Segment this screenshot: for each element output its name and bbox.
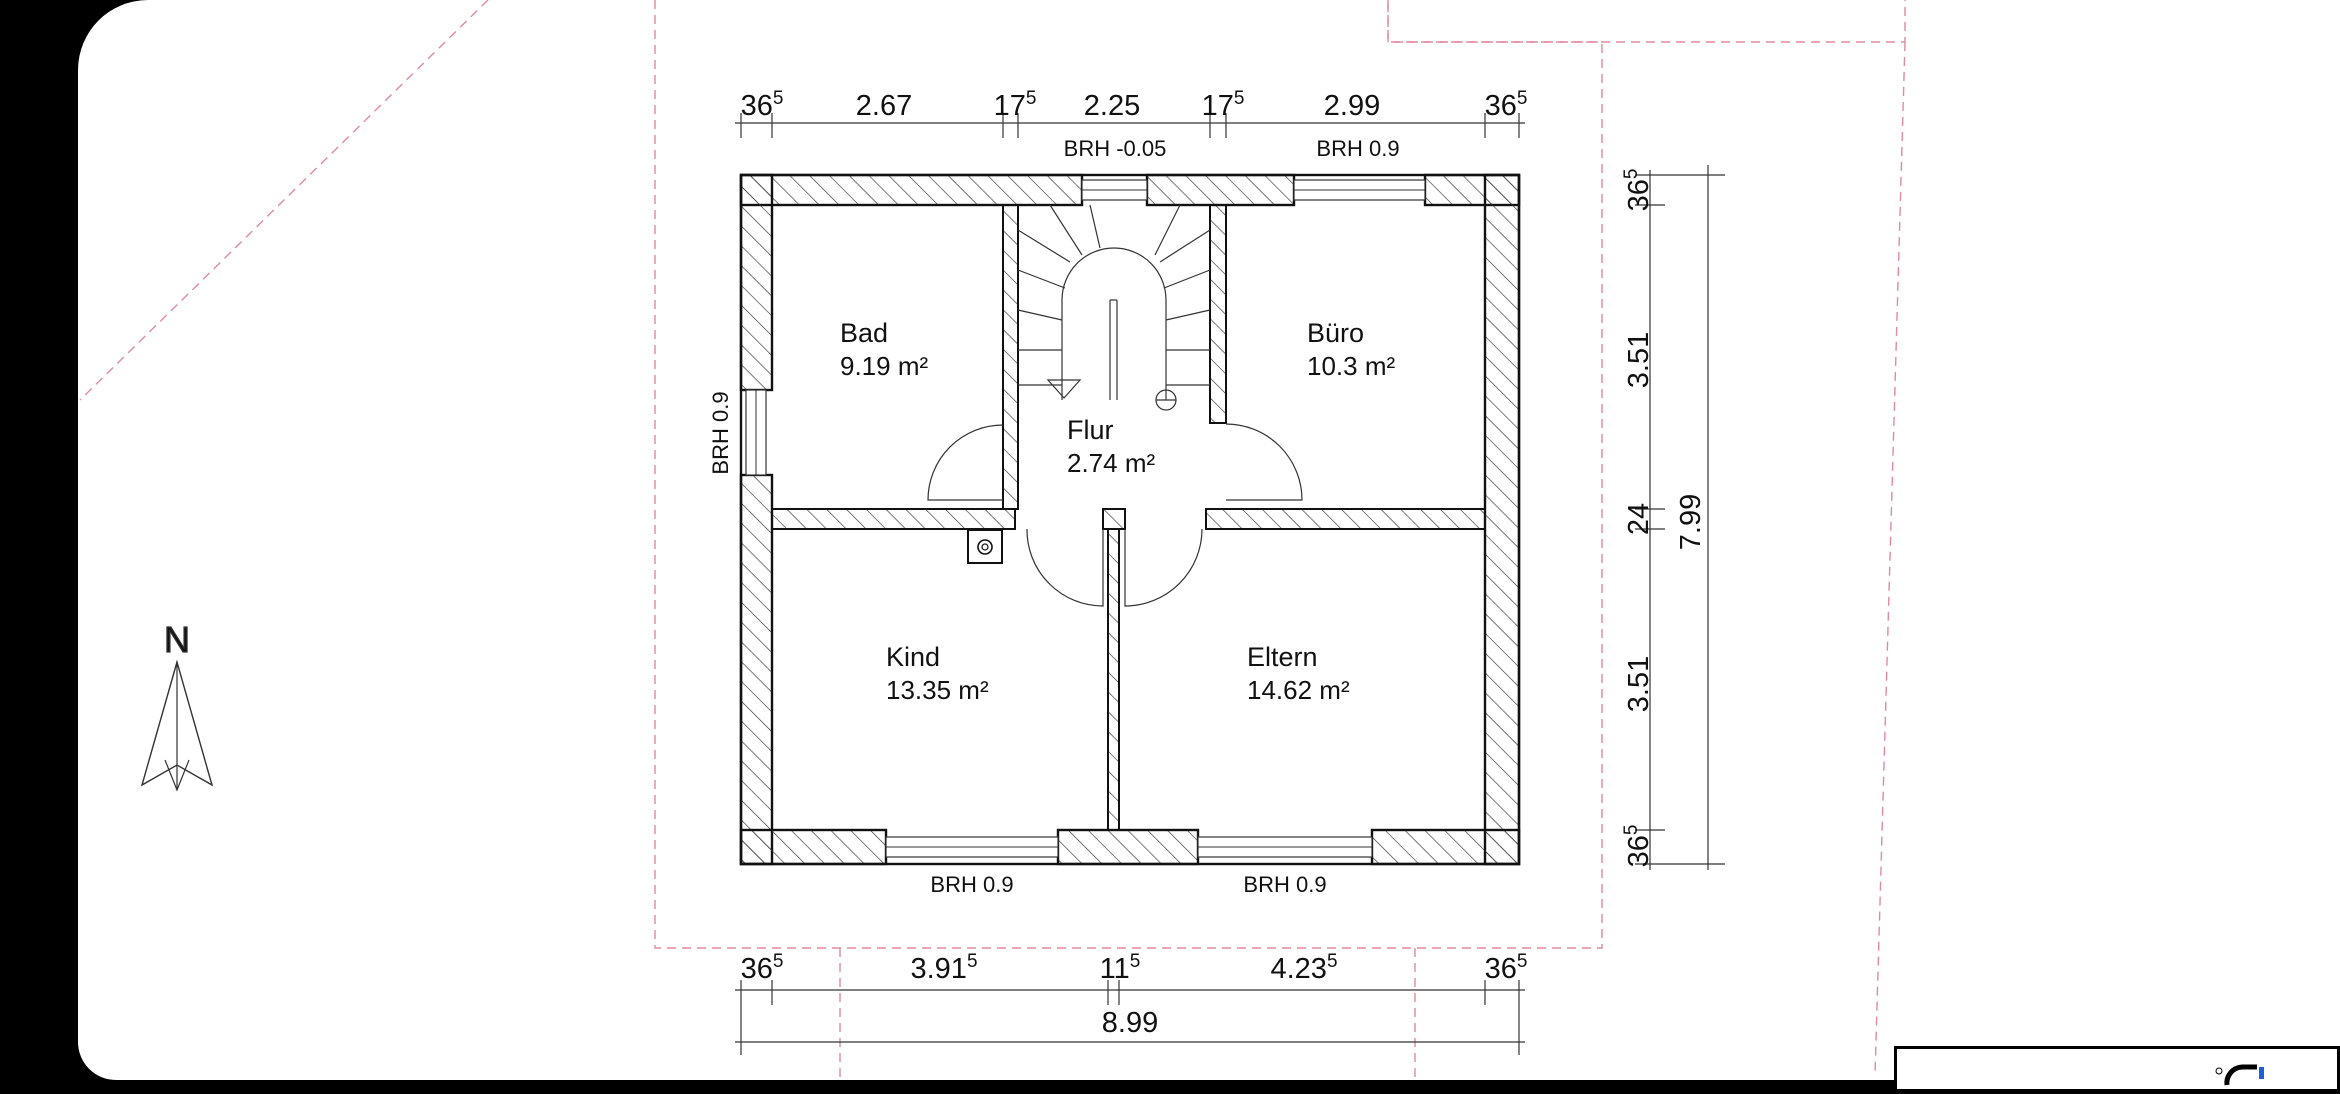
dim-right-total: 7.99 <box>1675 494 1707 550</box>
window-bottom-kind <box>885 836 1059 858</box>
room-kind-area: 13.35 m² <box>886 675 989 705</box>
dim-bottom-total: 8.99 <box>1102 1007 1158 1039</box>
room-flur-name: Flur <box>1067 415 1114 445</box>
staircase <box>1017 204 1211 411</box>
window-bottom-eltern <box>1197 836 1373 858</box>
dim-right-4: 365 <box>1621 825 1655 868</box>
door-eltern <box>1124 528 1203 607</box>
brand-logo-icon <box>2215 1064 2264 1086</box>
window-top-stair <box>1081 179 1148 201</box>
title-block <box>1894 1046 2340 1092</box>
room-bad-area: 9.19 m² <box>840 351 928 381</box>
window-left-bad <box>745 389 767 476</box>
brh-label-top-buero: BRH 0.9 <box>1316 136 1399 161</box>
dim-top-2: 175 <box>994 88 1037 122</box>
dim-top-6: 365 <box>1485 88 1528 122</box>
brh-label-top-stair: BRH -0.05 <box>1064 136 1167 161</box>
room-buero-area: 10.3 m² <box>1307 351 1395 381</box>
dimension-chain-right: 365 3.51 24 3.51 365 7.99 <box>1621 165 1725 870</box>
dim-top-3: 2.25 <box>1084 90 1140 122</box>
dim-bottom-0: 365 <box>741 951 784 985</box>
room-eltern-area: 14.62 m² <box>1247 675 1350 705</box>
north-letter: N <box>164 619 190 660</box>
dim-right-0: 365 <box>1621 169 1655 212</box>
brh-label-bottom-kind: BRH 0.9 <box>930 872 1013 897</box>
door-bad <box>927 424 1004 501</box>
chimney-icon <box>967 529 1003 564</box>
room-bad-name: Bad <box>840 318 888 348</box>
walls <box>739 173 1521 866</box>
room-buero-name: Büro <box>1307 318 1364 348</box>
brh-label-bottom-eltern: BRH 0.9 <box>1243 872 1326 897</box>
dimension-chain-bottom: 365 3.915 115 4.235 365 8.99 <box>735 951 1527 1055</box>
dim-top-1: 2.67 <box>856 90 912 122</box>
room-kind-name: Kind <box>886 642 940 672</box>
dim-bottom-3: 4.235 <box>1270 951 1337 985</box>
dim-bottom-2: 115 <box>1100 951 1141 985</box>
door-kind <box>1026 528 1104 607</box>
doors <box>927 423 1303 607</box>
dim-bottom-4: 365 <box>1485 951 1528 985</box>
room-eltern-name: Eltern <box>1247 642 1318 672</box>
dimension-chain-top: 365 2.67 175 2.25 175 2.99 365 <box>735 88 1527 138</box>
room-flur-area: 2.74 m² <box>1067 448 1155 478</box>
dim-top-5: 2.99 <box>1324 90 1380 122</box>
north-arrow-icon: N <box>140 618 214 792</box>
dim-top-4: 175 <box>1202 88 1245 122</box>
plot-boundary <box>79 0 1906 1080</box>
door-buero <box>1225 423 1303 501</box>
dim-right-3: 3.51 <box>1623 656 1655 712</box>
window-top-buero <box>1293 179 1426 201</box>
dim-right-2: 24 <box>1623 503 1655 535</box>
dim-bottom-1: 3.915 <box>910 951 977 985</box>
brh-label-left-bad: BRH 0.9 <box>708 391 733 474</box>
dim-top-0: 365 <box>741 88 784 122</box>
windows <box>745 179 1426 858</box>
dim-right-1: 3.51 <box>1623 332 1655 388</box>
